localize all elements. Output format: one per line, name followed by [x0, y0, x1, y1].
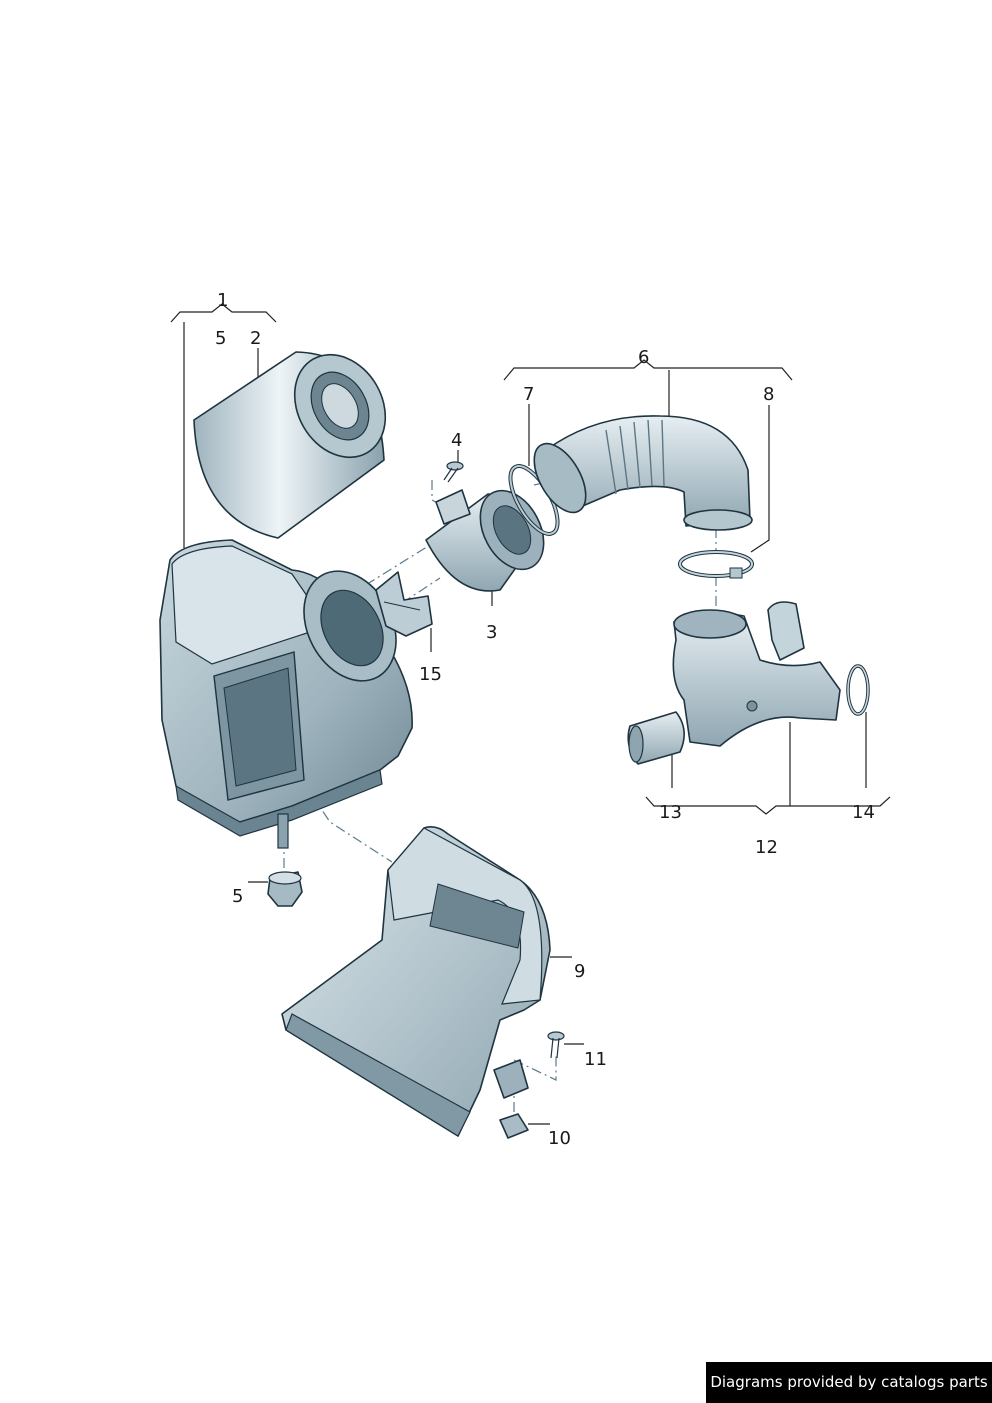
connecting-pipe: [672, 601, 841, 747]
callout-5-lower: 5: [232, 886, 243, 907]
callout-8: 8: [763, 384, 774, 405]
callout-2: 2: [250, 328, 261, 349]
grommet: [267, 871, 303, 907]
callout-12: 12: [755, 837, 778, 858]
callout-10: 10: [548, 1128, 571, 1149]
callout-3: 3: [486, 622, 497, 643]
callout-4: 4: [451, 430, 462, 451]
intake-hose: [533, 415, 753, 531]
filter-element: [193, 351, 387, 539]
callout-11: 11: [584, 1049, 607, 1070]
air-filter-housing: [159, 539, 413, 849]
short-hose: [627, 711, 685, 765]
callout-6: 6: [638, 347, 649, 368]
callout-labels: 1 5 2 6 7 8 4 3 15 13 14 12 5 9 11 10: [215, 290, 875, 1149]
screw-11: [547, 1031, 565, 1059]
callout-14: 14: [852, 802, 875, 823]
air-mass-meter: [425, 489, 545, 592]
credit-badge: Diagrams provided by catalogs parts: [706, 1362, 992, 1403]
speed-nut: [499, 1113, 529, 1139]
callout-1: 1: [217, 290, 228, 311]
callout-13: 13: [659, 802, 682, 823]
callout-15: 15: [419, 664, 442, 685]
hose-clamp: [678, 550, 754, 579]
screw-4: [443, 461, 464, 483]
leader-lines: [170, 303, 891, 1125]
air-intake-duct: [281, 826, 551, 1137]
callout-7: 7: [523, 384, 534, 405]
o-ring: [846, 664, 870, 716]
retaining-clip: [375, 571, 433, 637]
callout-5-upper: 5: [215, 328, 226, 349]
callout-9: 9: [574, 961, 585, 982]
